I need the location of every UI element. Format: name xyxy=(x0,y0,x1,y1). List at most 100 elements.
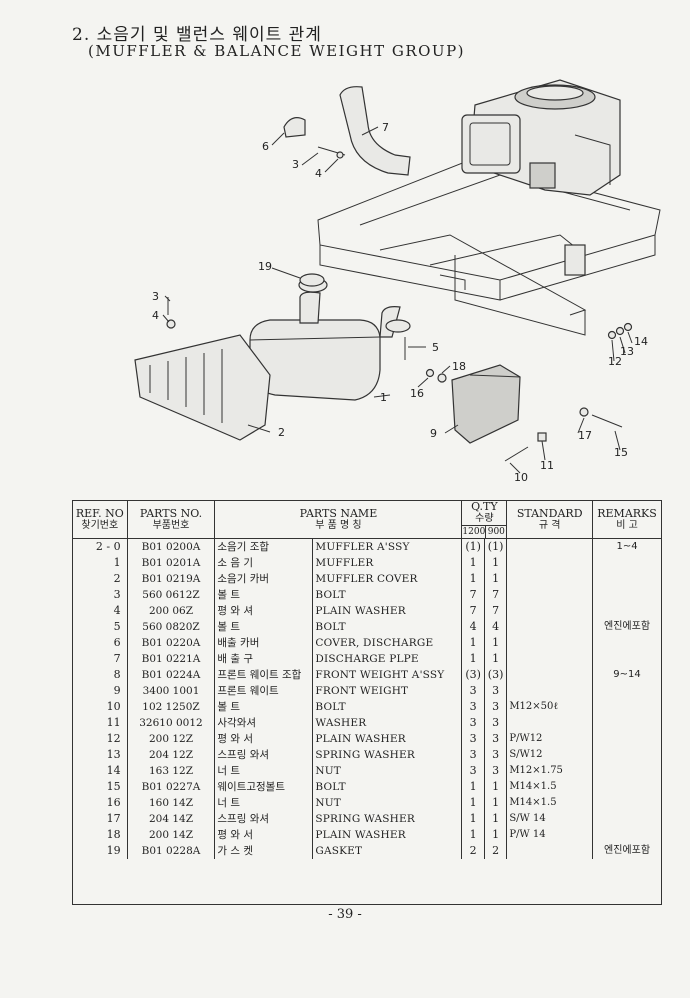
cell-en: SPRING WASHER xyxy=(312,747,463,763)
callout-2: 2 xyxy=(278,426,285,439)
cell-ko: 프론트 웨이트 조합 xyxy=(214,667,314,683)
cell-std: P/W 14 xyxy=(506,827,594,843)
cell-std: S/W12 xyxy=(506,747,594,763)
cell-en: SPRING WASHER xyxy=(312,811,463,827)
cell-en: PLAIN WASHER xyxy=(312,731,463,747)
cell-std: M14×1.5 xyxy=(506,779,594,795)
cell-q1: 2 xyxy=(461,843,485,859)
washer-18 xyxy=(437,373,447,383)
callout-4-left: 4 xyxy=(152,309,159,322)
cell-q2: 3 xyxy=(484,715,508,731)
cell-ref: 8 xyxy=(73,667,128,683)
cell-q1: 1 xyxy=(461,811,485,827)
cell-ref: 18 xyxy=(73,827,128,843)
cell-no: 204 14Z xyxy=(127,811,216,827)
front-weight xyxy=(451,364,521,444)
cell-q2: 1 xyxy=(484,571,508,587)
cell-q2: 3 xyxy=(484,763,508,779)
cell-q1: 7 xyxy=(461,587,485,603)
cell-no: B01 0224A xyxy=(127,667,216,683)
cell-ko: 평 와 서 xyxy=(214,731,314,747)
cell-ko: 평 와 셔 xyxy=(214,603,314,619)
cell-ref: 15 xyxy=(73,779,128,795)
washer-17 xyxy=(579,407,589,417)
cell-ko: 너 트 xyxy=(214,795,314,811)
cell-q1: (1) xyxy=(461,538,485,555)
cell-rem: 엔진에포함 xyxy=(604,621,651,632)
cell-no: 102 1250Z xyxy=(127,699,216,715)
cell-no: 204 12Z xyxy=(127,747,216,763)
cell-ref: 7 xyxy=(73,651,128,667)
cell-ref: 10 xyxy=(73,699,128,715)
callout-17: 17 xyxy=(578,429,592,442)
cell-ref: 4 xyxy=(73,603,128,619)
square-washer-11 xyxy=(537,432,547,442)
cell-rem xyxy=(593,811,661,827)
cell-q2: (1) xyxy=(484,538,508,555)
cell-ko: 사각와셔 xyxy=(214,715,314,731)
cell-rem: 엔진에포함 xyxy=(604,845,651,856)
parts-table: REF. NO 찾기번호 PARTS NO. 부품번호 PARTS NAME 부… xyxy=(72,500,662,905)
callout-5: 5 xyxy=(432,341,439,354)
callout-10: 10 xyxy=(514,471,528,484)
cell-ref: 14 xyxy=(73,763,128,779)
cell-std xyxy=(506,651,594,667)
cell-q2: 1 xyxy=(484,635,508,651)
cell-std: S/W 14 xyxy=(506,811,594,827)
cell-q2: 2 xyxy=(484,843,508,859)
callout-16: 16 xyxy=(410,387,424,400)
cell-rem xyxy=(593,603,661,619)
nut-16 xyxy=(425,368,435,378)
cell-ref: 5 xyxy=(73,619,128,635)
callout-1: 1 xyxy=(380,391,387,404)
cell-en: BOLT xyxy=(312,587,463,603)
cell-no: 200 12Z xyxy=(127,731,216,747)
cell-en: FRONT WEIGHT A'SSY xyxy=(312,667,463,683)
page-title-english: (MUFFLER & BALANCE WEIGHT GROUP) xyxy=(88,42,466,60)
nut-14 xyxy=(623,322,633,332)
cell-en: FRONT WEIGHT xyxy=(312,683,463,699)
cell-ko: 평 와 서 xyxy=(214,827,314,843)
chassis-frame xyxy=(317,159,661,336)
callout-18: 18 xyxy=(452,360,466,373)
cell-std xyxy=(506,683,594,699)
cell-ref: 13 xyxy=(73,747,128,763)
washer-4-top xyxy=(336,151,344,159)
cell-ref: 9 xyxy=(73,683,128,699)
header-qty-900: 900 xyxy=(487,527,505,537)
cell-q2: 1 xyxy=(484,795,508,811)
cell-std xyxy=(506,619,594,635)
page-number: - 39 - xyxy=(328,907,362,922)
callout-6: 6 xyxy=(262,140,269,153)
cell-no: B01 0201A xyxy=(127,555,216,571)
cell-q1: 1 xyxy=(461,571,485,587)
cell-no: B01 0219A xyxy=(127,571,216,587)
cell-ko: 너 트 xyxy=(214,763,314,779)
cell-no: 160 14Z xyxy=(127,795,216,811)
header-parts-no: PARTS NO. 부품번호 xyxy=(127,501,216,539)
cell-ko: 볼 트 xyxy=(214,699,314,715)
cell-q2: 1 xyxy=(484,779,508,795)
callout-4: 4 xyxy=(315,167,322,180)
cell-q1: 4 xyxy=(461,619,485,635)
cell-no: B01 0221A xyxy=(127,651,216,667)
header-qty-1200: 1200 xyxy=(462,526,487,538)
header-remarks: REMARKS 비 고 xyxy=(592,501,661,539)
cell-ref: 16 xyxy=(73,795,128,811)
cell-no: 32610 0012 xyxy=(127,715,216,731)
callout-7: 7 xyxy=(382,121,389,134)
cell-std xyxy=(506,587,594,603)
cell-rem xyxy=(593,827,661,843)
header-ref-no: REF. NO 찾기번호 xyxy=(73,501,128,539)
cell-en: NUT xyxy=(312,763,463,779)
cell-std xyxy=(506,538,594,555)
